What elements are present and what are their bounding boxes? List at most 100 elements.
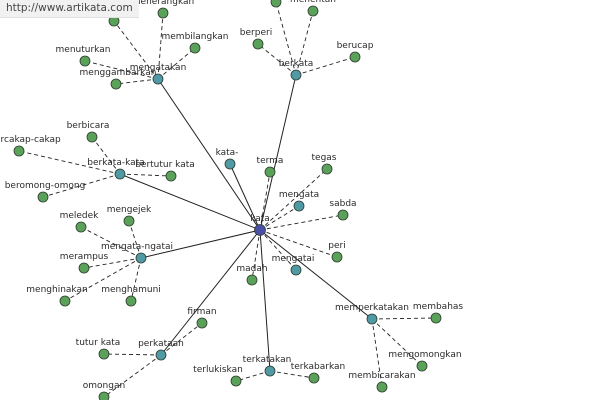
node-dot-bercakap-cakap[interactable] bbox=[13, 145, 25, 157]
node-dot-kata[interactable] bbox=[254, 224, 266, 236]
node-dot-mengata[interactable] bbox=[293, 200, 305, 212]
node-dot-tegas[interactable] bbox=[321, 163, 333, 175]
node-menggambarkan[interactable]: menggambarkan bbox=[80, 68, 157, 90]
node-firman[interactable]: firman bbox=[187, 307, 217, 329]
edge-terkatakan-terlukiskan bbox=[235, 370, 271, 382]
node-mengatai[interactable]: mengatai bbox=[272, 254, 315, 276]
node-mementah[interactable]: … bbox=[270, 0, 282, 8]
node-dot-omongan[interactable] bbox=[98, 391, 110, 400]
node-berkata[interactable]: berkata bbox=[279, 59, 314, 81]
node-label-tutur-kata: tutur kata bbox=[76, 338, 121, 348]
node-menuturkan[interactable]: menuturkan bbox=[56, 45, 111, 67]
node-dot-menuturkan[interactable] bbox=[79, 55, 91, 67]
node-label-membicarakan: membicarakan bbox=[348, 371, 415, 381]
node-perkataan[interactable]: perkataan bbox=[138, 339, 184, 361]
node-label-meledek: meledek bbox=[60, 211, 100, 221]
node-terkatakan[interactable]: terkatakan bbox=[243, 355, 292, 377]
node-menghamuni[interactable]: menghamuni bbox=[101, 285, 161, 307]
node-dot-terkabarkan[interactable] bbox=[308, 372, 320, 384]
edge-berkata-kata-berbicara bbox=[91, 136, 121, 175]
node-label-kata-: kata- bbox=[216, 148, 239, 158]
node-label-membilangkan: membilangkan bbox=[162, 32, 229, 42]
node-dot-meledek[interactable] bbox=[75, 221, 87, 233]
node-dot-mengatai[interactable] bbox=[290, 264, 302, 276]
edge-perkataan-firman bbox=[160, 322, 203, 356]
node-terkabarkan[interactable]: terkabarkan bbox=[291, 362, 346, 384]
node-membicarakan[interactable]: membicarakan bbox=[348, 371, 416, 393]
edge-kata-mengata bbox=[259, 205, 300, 231]
node-dot-mengejek[interactable] bbox=[123, 215, 135, 227]
node-dot-terkatakan[interactable] bbox=[264, 365, 276, 377]
node-dot-memperkatakan[interactable] bbox=[366, 313, 378, 325]
node-menentah[interactable]: menentah bbox=[290, 0, 336, 17]
node-membahas[interactable]: membahas bbox=[413, 302, 464, 324]
node-meledek[interactable]: meledek bbox=[60, 211, 100, 233]
node-menghinakan[interactable]: menghinakan bbox=[26, 285, 88, 307]
node-dot-merampus[interactable] bbox=[78, 262, 90, 274]
node-mengata[interactable]: mengata bbox=[279, 190, 319, 212]
node-label-mengejek: mengejek bbox=[107, 205, 152, 215]
node-membilangkan[interactable]: membilangkan bbox=[162, 32, 229, 54]
node-mengejek[interactable]: mengejek bbox=[107, 205, 152, 227]
node-dot-madah[interactable] bbox=[246, 274, 258, 286]
node-peri[interactable]: peri bbox=[328, 241, 346, 263]
node-kata[interactable]: kata bbox=[250, 214, 270, 236]
node-mengomongkan[interactable]: mengomongkan bbox=[388, 350, 462, 372]
node-dot-terlukiskan[interactable] bbox=[230, 375, 242, 387]
node-label-menghamuni: menghamuni bbox=[101, 285, 161, 295]
node-dot-bertutur-kata[interactable] bbox=[165, 170, 177, 182]
node-dot-menghinakan[interactable] bbox=[59, 295, 71, 307]
node-dot-tutur-kata[interactable] bbox=[98, 348, 110, 360]
node-memperkatakan[interactable]: memperkatakan bbox=[335, 303, 409, 325]
node-berkata-kata[interactable]: berkata-kata bbox=[87, 158, 145, 180]
node-dot-mengomongkan[interactable] bbox=[416, 360, 428, 372]
node-berbicara[interactable]: berbicara bbox=[67, 121, 110, 143]
node-mengatakan[interactable]: mengatakan bbox=[130, 63, 187, 85]
node-dot-kata-[interactable] bbox=[224, 158, 236, 170]
node-dot-beromong-omong[interactable] bbox=[37, 191, 49, 203]
node-dot-membicarakan[interactable] bbox=[376, 381, 388, 393]
node-dot-menentah[interactable] bbox=[307, 5, 319, 17]
node-dot-sabda[interactable] bbox=[337, 209, 349, 221]
node-tegas[interactable]: tegas bbox=[312, 153, 337, 175]
node-dot-berbicara[interactable] bbox=[86, 131, 98, 143]
node-dot-membilangkan[interactable] bbox=[189, 42, 201, 54]
node-madah[interactable]: madah bbox=[236, 264, 268, 286]
node-kata-[interactable]: kata- bbox=[216, 148, 239, 170]
node-bertutur-kata[interactable]: bertutur kata bbox=[135, 160, 195, 182]
node-mengata-ngatai[interactable]: mengata-ngatai bbox=[101, 242, 173, 264]
node-dot-menghamuni[interactable] bbox=[125, 295, 137, 307]
node-omongan[interactable]: omongan bbox=[83, 381, 125, 400]
node-dot-mementah[interactable] bbox=[270, 0, 282, 8]
node-dot-mengata-ngatai[interactable] bbox=[135, 252, 147, 264]
node-berperi[interactable]: berperi bbox=[240, 28, 272, 50]
node-label-berucap: berucap bbox=[337, 41, 374, 51]
node-sabda[interactable]: sabda bbox=[329, 199, 357, 221]
edge-berkata-kata-bertutur-kata bbox=[119, 173, 172, 177]
node-label-firman: firman bbox=[187, 307, 216, 317]
node-dot-mengatakan[interactable] bbox=[152, 73, 164, 85]
node-dot-membahas[interactable] bbox=[430, 312, 442, 324]
edge-mengata-ngatai-meledek bbox=[80, 226, 142, 259]
node-tutur-kata[interactable]: tutur kata bbox=[76, 338, 121, 360]
node-dot-terma[interactable] bbox=[264, 166, 276, 178]
node-dot-berkata[interactable] bbox=[290, 69, 302, 81]
node-berucap[interactable]: berucap bbox=[337, 41, 374, 63]
node-dot-peri[interactable] bbox=[331, 251, 343, 263]
node-dot-firman[interactable] bbox=[196, 317, 208, 329]
edge-kata-terma bbox=[259, 171, 271, 231]
node-merampus[interactable]: merampus bbox=[60, 252, 109, 274]
node-dot-perkataan[interactable] bbox=[155, 349, 167, 361]
node-dot-berperi[interactable] bbox=[252, 38, 264, 50]
node-menerangkan[interactable]: menerangkan bbox=[132, 0, 194, 19]
node-dot-berkata-kata[interactable] bbox=[114, 168, 126, 180]
node-dot-menerangkan[interactable] bbox=[157, 7, 169, 19]
node-bercakap-cakap[interactable]: bercakap-cakap bbox=[0, 135, 61, 157]
node-dot-menggambarkan[interactable] bbox=[110, 78, 122, 90]
node-terma[interactable]: terma bbox=[257, 156, 284, 178]
node-terlukiskan[interactable]: terlukiskan bbox=[193, 365, 243, 387]
watermark-url[interactable]: http://www.artikata.com bbox=[0, 0, 139, 18]
node-label-berkata: berkata bbox=[279, 59, 314, 69]
node-beromong-omong[interactable]: beromong-omong bbox=[5, 181, 86, 203]
node-dot-berucap[interactable] bbox=[349, 51, 361, 63]
